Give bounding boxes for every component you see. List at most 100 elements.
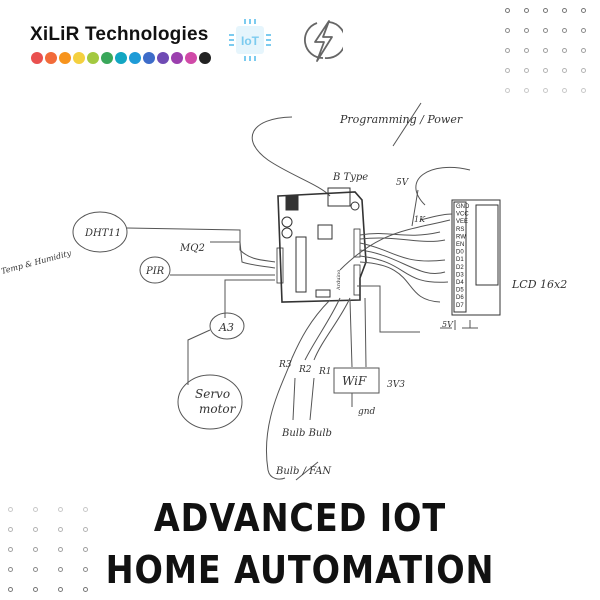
brand-color-swatch [59, 52, 71, 64]
brand-color-swatch [143, 52, 155, 64]
decorative-dot [505, 68, 510, 73]
brand-name: XiLiR Technologies [30, 24, 209, 45]
decorative-dot [33, 527, 38, 532]
decorative-dot [562, 48, 567, 53]
label-pir: PIR [145, 266, 165, 277]
decorative-dot-grid-top-right [505, 8, 586, 93]
label-programming-power: Programming / Power [339, 113, 463, 126]
label-servo: Servo [195, 387, 230, 401]
label-3v3: 3V3 [387, 380, 405, 390]
decorative-dot [58, 527, 63, 532]
label-r1: R1 [318, 367, 332, 377]
label-r2: R2 [298, 365, 312, 375]
label-temp-humidity: Temp & Humidity [0, 248, 72, 275]
decorative-dot [58, 547, 63, 552]
label-motor: motor [199, 402, 237, 416]
brand-color-swatch [185, 52, 197, 64]
decorative-dot [581, 8, 586, 13]
lcd-pin-label: EN [456, 242, 464, 248]
lcd-pin-label: RW [456, 234, 466, 240]
decorative-dot [524, 48, 529, 53]
label-resistor: 1K [414, 215, 426, 224]
decorative-dot [524, 68, 529, 73]
brand-color-swatch [31, 52, 43, 64]
iot-icon-label: IoT [241, 34, 260, 48]
a3-module [209, 312, 245, 340]
wifi-module [333, 367, 380, 394]
decorative-dot [505, 48, 510, 53]
title-line-2: HOME AUTOMATION [105, 548, 495, 592]
label-5v-bottom: 5V [442, 320, 454, 329]
decorative-dot [562, 68, 567, 73]
label-gnd: gnd [358, 407, 376, 417]
lcd-pin-label: D3 [456, 272, 464, 278]
brand-color-swatch [157, 52, 169, 64]
decorative-dot [543, 8, 548, 13]
brand-color-swatches [31, 52, 211, 64]
decorative-dot [33, 507, 38, 512]
decorative-dot [58, 567, 63, 572]
brand-color-swatch [199, 52, 211, 64]
decorative-dot [581, 28, 586, 33]
brand-color-swatch [73, 52, 85, 64]
lcd-pin-label: D2 [456, 265, 464, 271]
decorative-dot [8, 587, 13, 592]
decorative-dot [83, 587, 88, 592]
lcd-pin-label: D5 [456, 288, 464, 294]
arduino-board [276, 187, 367, 303]
label-arduino: Arduino [336, 270, 342, 291]
decorative-dot [524, 28, 529, 33]
label-mq2: MQ2 [179, 243, 205, 254]
decorative-dot [543, 68, 548, 73]
decorative-dot [33, 567, 38, 572]
servo-motor [177, 374, 243, 430]
label-wifi: WiF [342, 374, 367, 388]
decorative-dot [83, 507, 88, 512]
brand-color-swatch [87, 52, 99, 64]
decorative-dot [543, 28, 548, 33]
decorative-dot [8, 527, 13, 532]
decorative-dot [83, 527, 88, 532]
lcd-pin-label: D4 [456, 280, 464, 286]
decorative-dot [581, 48, 586, 53]
label-5v-top: 5V [396, 178, 410, 188]
decorative-dot [8, 507, 13, 512]
decorative-dot [33, 587, 38, 592]
lcd-pin-label: GND [456, 204, 470, 210]
lcd-pin-label: VEE [456, 219, 468, 225]
brand-color-swatch [129, 52, 141, 64]
brand-color-swatch [101, 52, 113, 64]
brand-color-swatch [45, 52, 57, 64]
lcd-pin-label: RS [456, 227, 464, 233]
decorative-dot [8, 547, 13, 552]
decorative-dot [562, 88, 567, 93]
decorative-dot [505, 28, 510, 33]
decorative-dot [58, 587, 63, 592]
lcd-pin-label: VCC [456, 212, 469, 218]
label-lcd: LCD 16x2 [511, 278, 567, 291]
decorative-dot-grid-bottom-left [8, 507, 88, 592]
label-dht11: DHT11 [84, 228, 121, 239]
brand-color-swatch [115, 52, 127, 64]
decorative-dot [8, 567, 13, 572]
lightning-bolt-icon [304, 20, 343, 62]
lcd-pin-label: D0 [456, 250, 464, 256]
title-line-1: ADVANCED IOT [153, 496, 447, 540]
label-bulb-fan: Bulb / FAN [275, 466, 332, 477]
pir-sensor [139, 256, 171, 284]
lcd-16x2 [451, 199, 501, 316]
decorative-dot [524, 8, 529, 13]
lcd-pin-label: D6 [456, 295, 464, 301]
decorative-dot [543, 88, 548, 93]
decorative-dot [83, 567, 88, 572]
circuit-sketch: Programming / Power B Type 5V 1K DHT11 T… [0, 102, 567, 481]
dht11-sensor [72, 211, 128, 253]
decorative-dot [581, 68, 586, 73]
lcd-pin-label: D1 [456, 257, 464, 263]
label-r3: R3 [278, 360, 292, 370]
decorative-dot [562, 28, 567, 33]
decorative-dot [505, 88, 510, 93]
brand-color-swatch [171, 52, 183, 64]
decorative-dot [524, 88, 529, 93]
